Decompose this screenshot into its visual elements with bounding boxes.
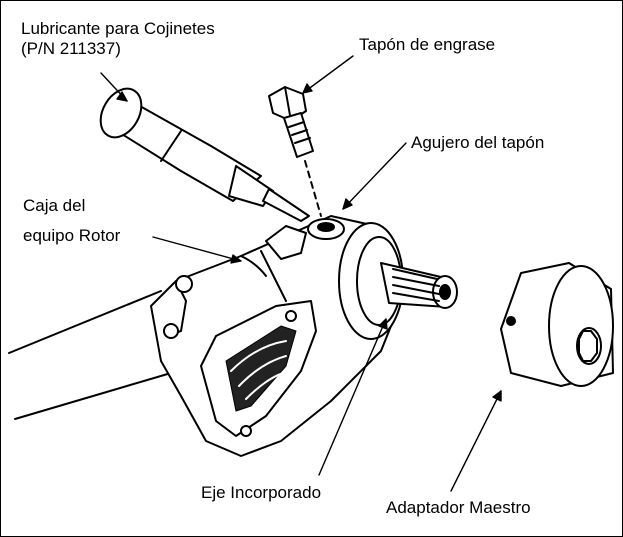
grease-plug-bolt [268, 86, 322, 217]
housing-label-line1: Caja del [23, 196, 86, 215]
master-adapter-label: Adaptador Maestro [386, 498, 531, 517]
built-in-shaft [380, 262, 458, 309]
lubricant-bottle [99, 87, 310, 222]
leader-lines [100, 55, 502, 492]
lubricant-label-line2: (P/N 211337) [21, 39, 121, 58]
rotor-housing [150, 215, 404, 457]
master-adapter [500, 262, 614, 387]
grease-plug-label: Tapón de engrase [359, 35, 496, 54]
housing-label-line2: equipo Rotor [23, 226, 121, 245]
plug-hole-label: Agujero del tapón [411, 133, 545, 152]
drive-shaft-lines [8, 290, 172, 420]
lubricant-label-line1: Lubricante para Cojinetes [21, 19, 215, 38]
built-in-shaft-label: Eje Incorporado [201, 483, 322, 502]
